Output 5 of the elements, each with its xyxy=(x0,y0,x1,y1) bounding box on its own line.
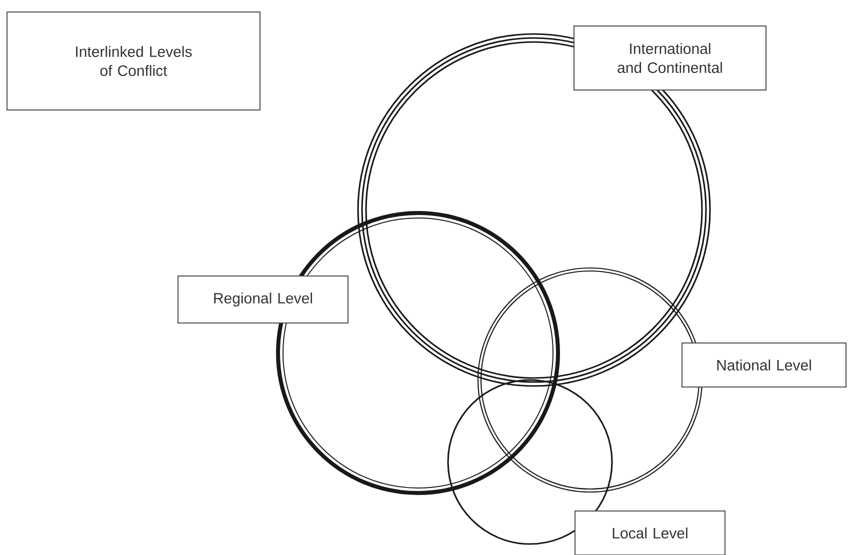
label-box: Interlinked Levels of Conflict xyxy=(6,12,260,110)
label-box: National Level xyxy=(682,342,846,388)
label-box: Local Level xyxy=(574,510,726,555)
label-box: International and Continental xyxy=(574,26,766,90)
label-box: Regional Level xyxy=(178,276,348,324)
